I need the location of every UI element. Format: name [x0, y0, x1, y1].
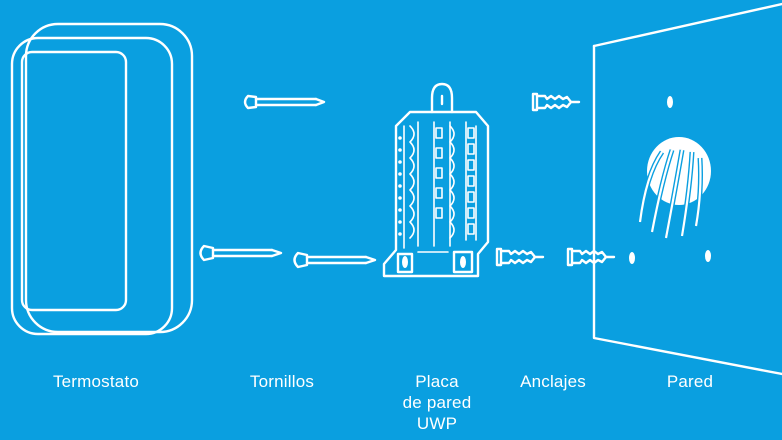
terminal-blocks — [409, 121, 475, 247]
label-wall-plate-line-3: UWP — [416, 414, 458, 433]
label-anchors: Anclajes — [520, 372, 586, 391]
thermostat-illustration — [10, 22, 194, 336]
anchor-bottom-right — [566, 247, 616, 267]
label-wall: Pared — [666, 372, 714, 391]
label-wall-plate-line-1: Placa — [415, 372, 459, 391]
terminal-column-left — [398, 136, 402, 236]
label-thermostat: Termostato — [52, 372, 140, 391]
screw-bottom-left — [199, 244, 283, 262]
wall-illustration — [592, 2, 782, 376]
label-screws: Tornillos — [249, 372, 315, 391]
screw-top — [243, 94, 326, 110]
anchor-top — [531, 92, 581, 112]
label-wall-plate-line-2: de pared — [402, 393, 472, 412]
anchor-bottom-left — [495, 247, 545, 267]
uwp-wall-plate-illustration — [382, 82, 490, 278]
screw-bottom-right — [293, 251, 377, 269]
thermostat-wires — [637, 149, 703, 239]
label-wall-plate: Placa de pared UWP — [384, 371, 490, 434]
mounting-slots — [396, 250, 474, 274]
